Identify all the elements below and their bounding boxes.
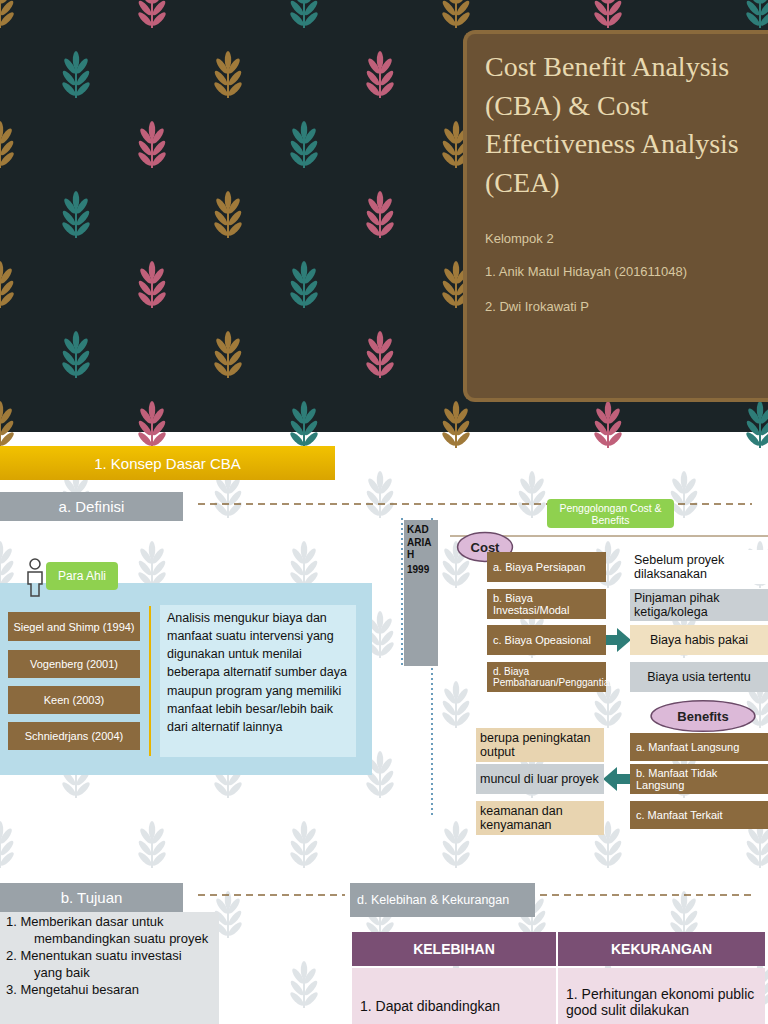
node-text: Keen (2003) xyxy=(8,694,140,706)
node-text: d. Biaya Pembaharuan/Penggantian xyxy=(493,666,600,688)
node-text: Sebelum proyek dilaksanakan xyxy=(634,553,764,581)
expert-box: Schniedrjans (2004) xyxy=(8,722,140,750)
note-box: Pinjaman pihak ketiga/kolega xyxy=(630,589,768,621)
person-icon xyxy=(28,559,42,596)
arrow-connector xyxy=(606,635,617,645)
dashed-rule xyxy=(198,894,345,896)
node-text: Biaya usia tertentu xyxy=(630,670,768,684)
heading-band: d. Kelebihan & Kekurangan xyxy=(350,883,535,917)
table-header: KELEBIHAN xyxy=(352,932,556,966)
heading-band: b. Tujuan xyxy=(0,883,183,912)
node-text: 1. Konsep Dasar CBA xyxy=(0,455,335,472)
node-text: Benefits xyxy=(650,709,756,724)
node-text: 1. Perhitungan ekonomi public good sulit… xyxy=(566,986,757,1018)
table-cell: 1. Perhitungan ekonomi public good sulit… xyxy=(558,968,765,1024)
node-text: KEKURANGAN xyxy=(558,941,765,957)
table-cell: 1. Dapat dibandingkan xyxy=(352,968,556,1024)
node-text: Vogenberg (2001) xyxy=(8,658,140,670)
node-text: muncul di luar proyek xyxy=(480,772,600,786)
node-text: d. Kelebihan & Kekurangan xyxy=(357,893,528,907)
node-text: KELEBIHAN xyxy=(352,941,556,957)
dotted-rule xyxy=(401,518,403,666)
dashed-rule xyxy=(540,894,752,896)
green-tag: Penggolongan Cost & Benefits xyxy=(547,499,674,528)
node-text: c. Biaya Opeasional xyxy=(493,634,600,646)
cost-box: c. Biaya Opeasional xyxy=(487,625,606,655)
node-text: berupa peningkatan output xyxy=(480,731,600,759)
benefit-box: c. Manfaat Terkait xyxy=(630,801,768,829)
heading-band: a. Definisi xyxy=(0,492,183,521)
leaf-pattern xyxy=(0,0,768,448)
node-text: Analisis mengukur biaya dan manfaat suat… xyxy=(167,609,349,736)
node-text: 1. Anik Matul Hidayah (201611048) xyxy=(485,264,750,279)
cost-box: a. Biaya Persiapan xyxy=(487,552,606,582)
note-box: Sebelum proyek dilaksanakan xyxy=(630,550,768,584)
benefit-box: b. Manfaat Tidak Langsung xyxy=(630,764,768,794)
benefit-box: a. Manfaat Langsung xyxy=(630,733,768,761)
note-box: berupa peningkatan output xyxy=(476,728,604,762)
expert-box: Vogenberg (2001) xyxy=(8,650,140,678)
leaf-pattern xyxy=(0,471,768,1008)
arrow-connector xyxy=(617,774,630,784)
node-text: KADARIAH xyxy=(407,524,435,562)
note-box: muncul di luar proyek xyxy=(476,764,604,794)
node-text: 2. Dwi Irokawati P xyxy=(485,299,750,314)
source-strip: KADARIAH 1999 xyxy=(404,520,438,666)
node-text: Para Ahli xyxy=(46,569,118,583)
expert-box: Siegel and Shimp (1994) xyxy=(8,612,140,641)
list-box: 1. Memberikan dasar untuk membandingkan … xyxy=(0,912,219,1024)
section-band: 1. Konsep Dasar CBA xyxy=(0,446,335,480)
light-blue-panel xyxy=(0,583,372,775)
node-text: a. Definisi xyxy=(0,498,183,515)
expert-box: Keen (2003) xyxy=(8,686,140,714)
note-box: Biaya usia tertentu xyxy=(630,662,768,692)
node-text: b. Manfaat Tidak Langsung xyxy=(636,767,762,791)
node-text: Siegel and Shimp (1994) xyxy=(8,621,140,633)
node-text: 3. Mengetahui besaran xyxy=(34,982,213,999)
green-tag: Para Ahli xyxy=(46,562,118,590)
cost-box: b. Biaya Investasi/Modal xyxy=(487,589,606,619)
node-text: b. Biaya Investasi/Modal xyxy=(493,592,600,616)
node-text: 1. Memberikan dasar untuk membandingkan … xyxy=(34,914,213,948)
node-text: 1. Dapat dibandingkan xyxy=(360,998,548,1014)
node-text: a. Biaya Persiapan xyxy=(493,561,600,573)
cost-box: d. Biaya Pembaharuan/Penggantian xyxy=(487,662,606,692)
category-ellipse: Benefits xyxy=(650,700,756,732)
node-text: c. Manfaat Terkait xyxy=(636,809,762,821)
divider-line xyxy=(149,606,151,756)
node-text: Cost Benefit Analysis (CBA) & Cost Effec… xyxy=(485,48,750,203)
node-text: Kelompok 2 xyxy=(485,231,750,246)
note-box: Biaya habis pakai xyxy=(630,625,768,655)
node-text: b. Tujuan xyxy=(0,889,183,906)
title-panel: Cost Benefit Analysis (CBA) & Cost Effec… xyxy=(463,30,768,402)
note-box: keamanan dan kenyamanan xyxy=(476,801,604,835)
definition-box: Analisis mengukur biaya dan manfaat suat… xyxy=(160,605,356,757)
node-text: a. Manfaat Langsung xyxy=(636,741,762,753)
node-text: 1999 xyxy=(407,564,435,577)
node-text: Penggolongan Cost & Benefits xyxy=(547,502,674,526)
node-text: 2. Menentukan suatu investasi yang baik xyxy=(34,948,213,982)
dark-ground xyxy=(0,0,768,432)
table-header: KEKURANGAN xyxy=(558,932,765,966)
node-text: Pinjaman pihak ketiga/kolega xyxy=(634,591,764,619)
node-text: Schniedrjans (2004) xyxy=(8,730,140,742)
node-text: keamanan dan kenyamanan xyxy=(480,804,600,832)
node-text: Biaya habis pakai xyxy=(630,633,768,647)
